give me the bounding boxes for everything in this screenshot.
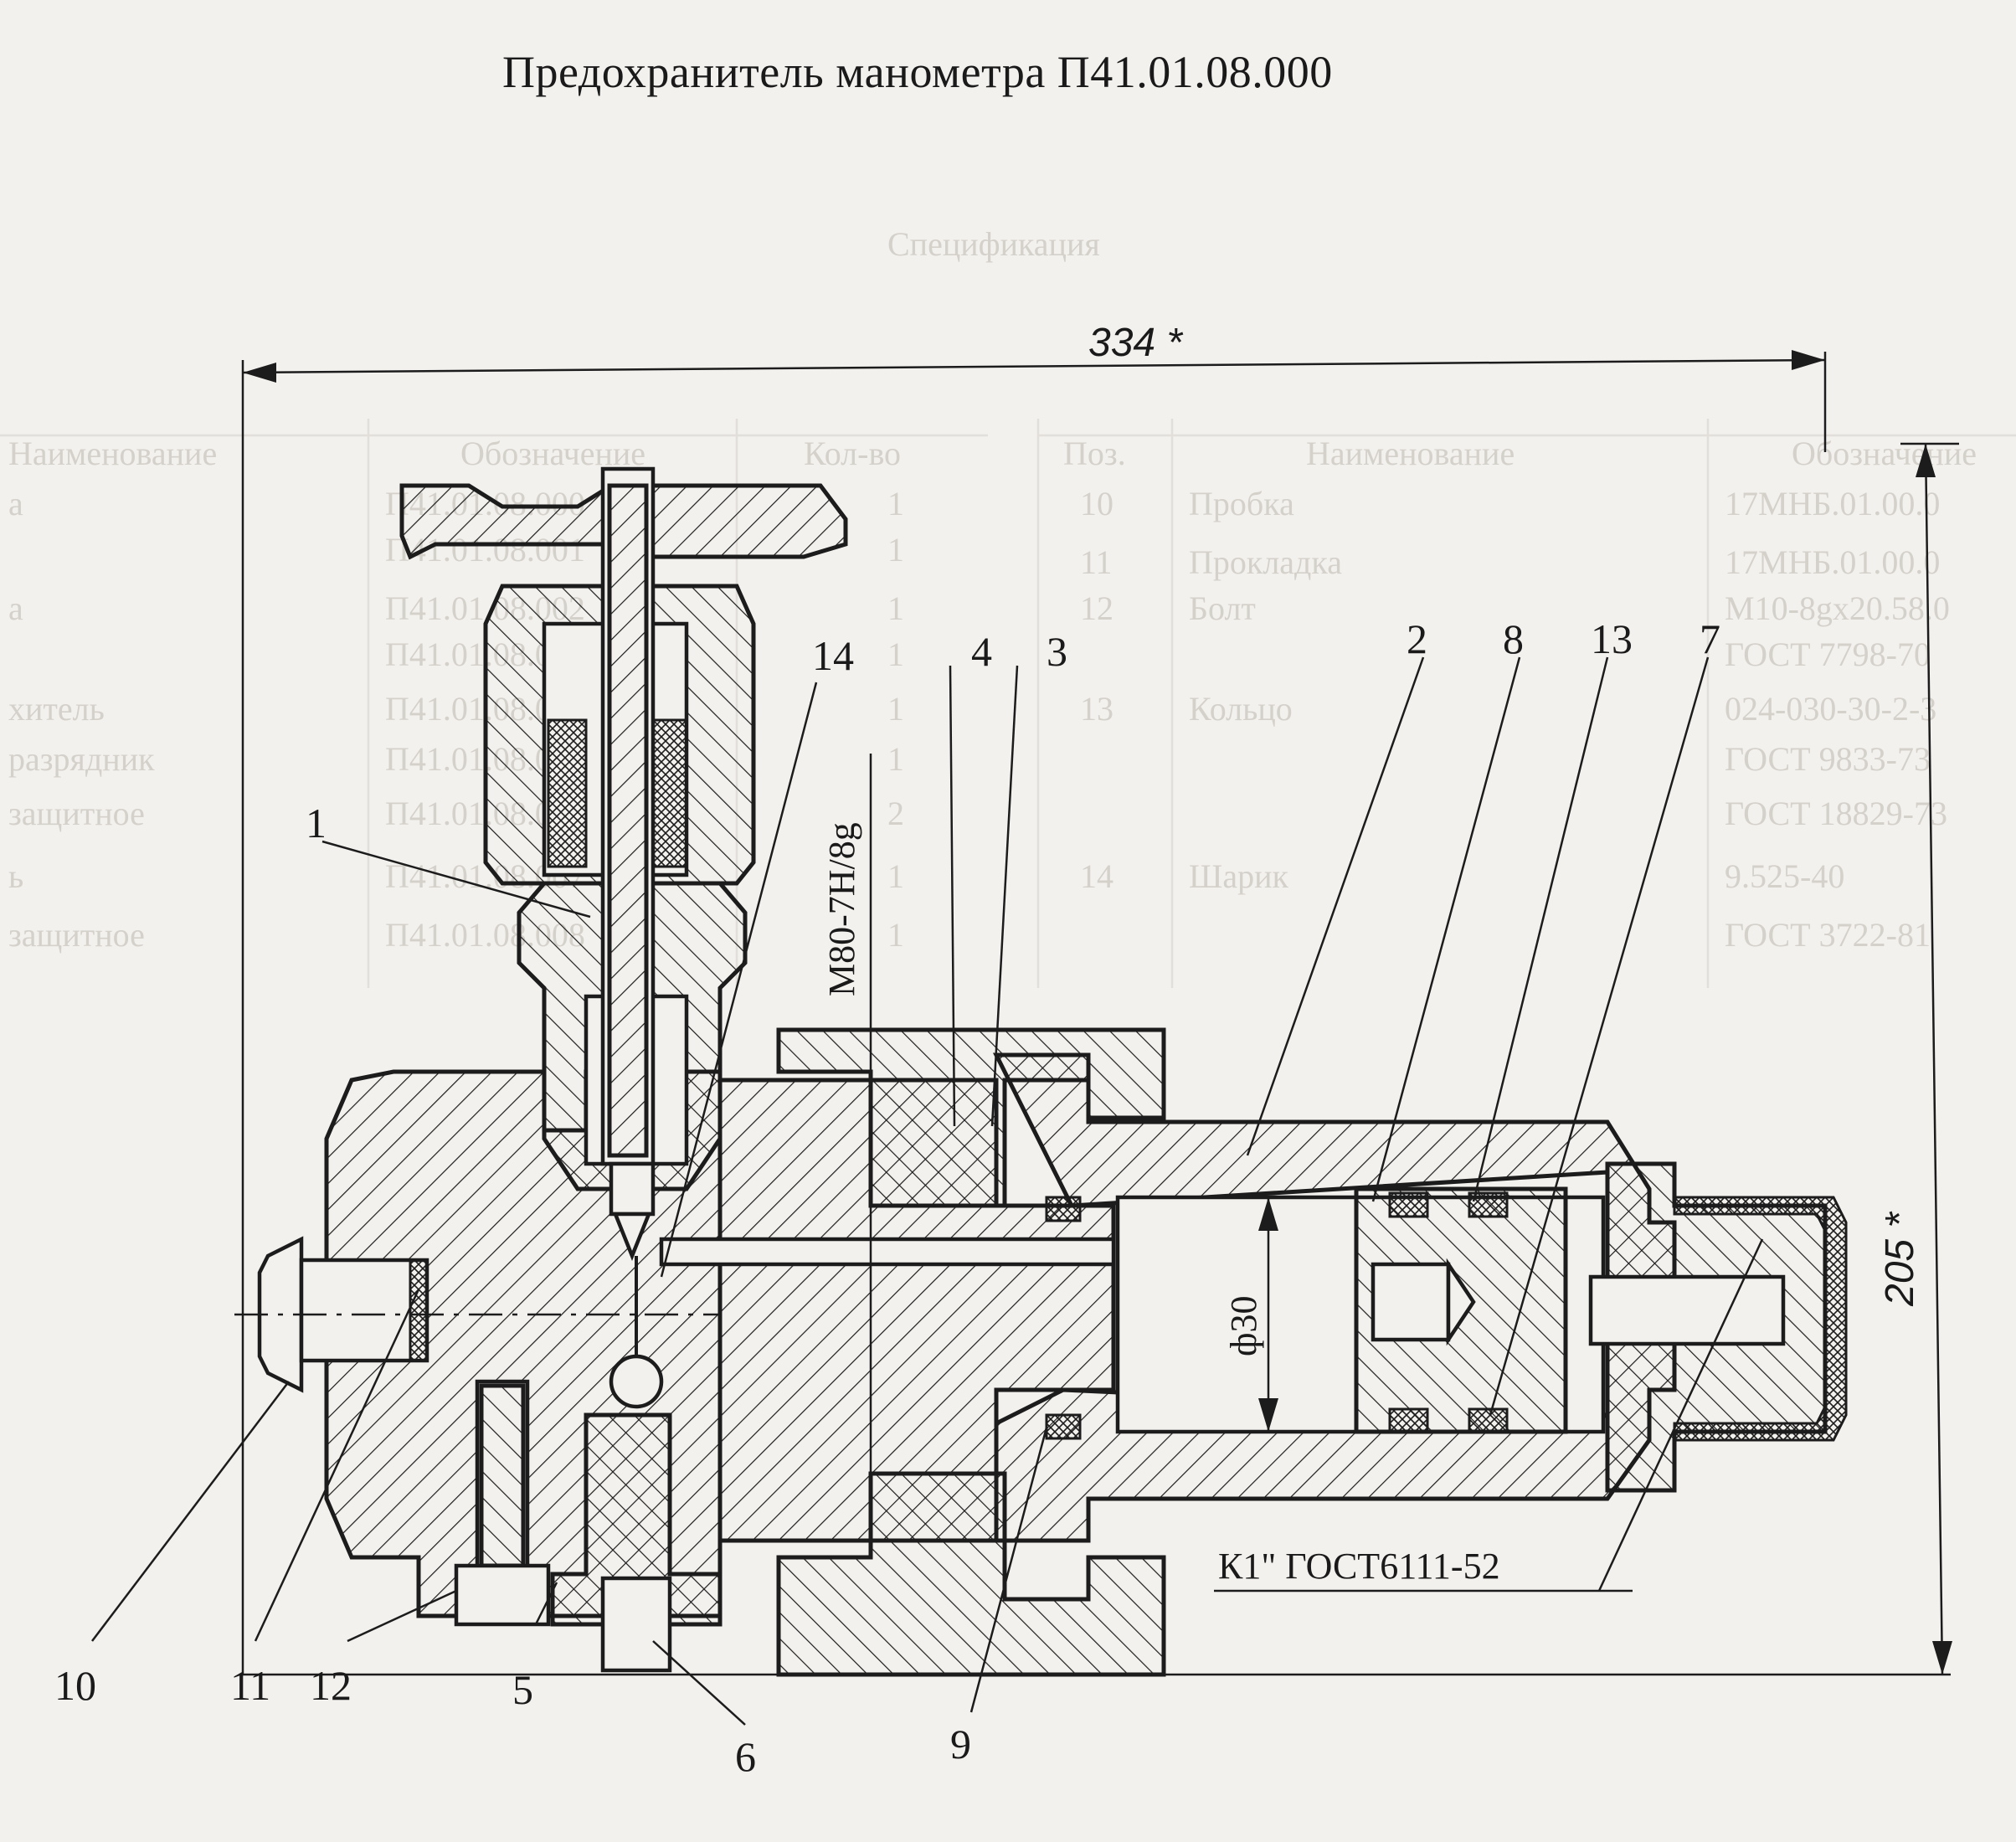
svg-text:Наименование: Наименование: [8, 435, 217, 472]
callout-9: 9: [950, 1721, 971, 1767]
callout-8: 8: [1503, 615, 1524, 662]
leader-lines: [91, 656, 1764, 1726]
svg-text:М10-8gx20.58.0: М10-8gx20.58.0: [1725, 589, 1950, 627]
svg-text:ГОСТ 3722-81: ГОСТ 3722-81: [1725, 916, 1931, 954]
bore-dimension-text: ф30: [1223, 1295, 1264, 1356]
o-ring-9-bottom: [1045, 1413, 1082, 1440]
callout-1: 1: [306, 800, 327, 846]
svg-text:1: 1: [887, 690, 904, 728]
svg-text:2: 2: [887, 795, 904, 832]
background-spec-table: Спецификация Наименование Обозначение Ко…: [0, 225, 2016, 988]
svg-text:а: а: [8, 589, 23, 627]
svg-text:ГОСТ 9833-73: ГОСТ 9833-73: [1725, 740, 1931, 778]
ghost-spec-heading: Спецификация: [887, 225, 1100, 263]
width-dimension-text: 334 *: [1088, 321, 1183, 365]
svg-text:11: 11: [1080, 543, 1113, 581]
spindle-tip: [609, 1161, 656, 1217]
svg-text:а: а: [8, 485, 23, 522]
callout-5: 5: [512, 1666, 533, 1713]
callout-2: 2: [1407, 615, 1427, 662]
callout-labels: 1 2 3 4 5 6 7 8 9 10 11 12 13 14: [54, 615, 1720, 1780]
svg-text:14: 14: [1080, 857, 1113, 895]
svg-text:Кольцо: Кольцо: [1189, 690, 1293, 728]
manometer-protector-assembly: ф30 М80-7Н/8g К1" ГОСТ6111-52: [234, 466, 1848, 1677]
svg-text:024-030-30-2-3: 024-030-30-2-3: [1725, 690, 1936, 728]
callout-6: 6: [735, 1733, 756, 1780]
svg-text:13: 13: [1080, 690, 1113, 728]
svg-text:разрядник: разрядник: [8, 740, 155, 778]
drawing-title: Предохранитель манометра П41.01.08.000: [502, 47, 1333, 97]
body-spigot-part: [717, 1078, 1116, 1543]
flow-channel: [659, 1237, 1116, 1267]
o-ring-13-bottom-left: [1388, 1407, 1429, 1434]
packing-right: [647, 718, 688, 868]
ball-14-part: [609, 1354, 664, 1409]
svg-text:Поз.: Поз.: [1063, 435, 1126, 472]
svg-text:Обозначение: Обозначение: [460, 435, 645, 472]
svg-text:Обозначение: Обозначение: [1792, 435, 1977, 472]
svg-text:9.525-40: 9.525-40: [1725, 857, 1844, 895]
svg-text:1: 1: [887, 635, 904, 673]
svg-text:защитное: защитное: [8, 795, 145, 832]
o-ring-13-top-left: [1388, 1191, 1429, 1218]
dimension-frame: 334 * 205 *: [241, 321, 1959, 1676]
bolt-12-head: [454, 1563, 551, 1627]
svg-text:1: 1: [887, 531, 904, 569]
needle-point: [612, 1212, 652, 1262]
svg-text:1: 1: [887, 916, 904, 954]
svg-text:Прокладка: Прокладка: [1189, 543, 1342, 581]
callout-4: 4: [971, 628, 992, 675]
svg-text:Наименование: Наименование: [1306, 435, 1515, 472]
svg-text:ГОСТ 18829-73: ГОСТ 18829-73: [1725, 795, 1947, 832]
svg-text:1: 1: [887, 589, 904, 627]
callout-13: 13: [1591, 615, 1633, 662]
height-dimension-text: 205 *: [1878, 1212, 1922, 1307]
discharge-nozzle: [600, 1576, 672, 1673]
svg-text:1: 1: [887, 485, 904, 522]
packing-left: [547, 718, 588, 868]
o-ring-13-bottom-right: [1468, 1407, 1509, 1434]
discharge-plug-part: [550, 1412, 723, 1627]
svg-text:1: 1: [887, 740, 904, 778]
gasket-11: [409, 1258, 429, 1362]
svg-text:защитное: защитное: [8, 916, 145, 954]
svg-text:Шарик: Шарик: [1189, 857, 1289, 895]
callout-3: 3: [1047, 628, 1067, 675]
connection-thread-label: К1" ГОСТ6111-52: [1218, 1546, 1500, 1587]
svg-text:ГОСТ 7798-70: ГОСТ 7798-70: [1725, 635, 1931, 673]
svg-text:Кол-во: Кол-во: [804, 435, 901, 472]
svg-text:12: 12: [1080, 589, 1113, 627]
callout-11: 11: [230, 1662, 270, 1709]
callout-10: 10: [54, 1662, 96, 1709]
svg-text:17МНБ.01.00.0: 17МНБ.01.00.0: [1725, 543, 1940, 581]
callout-14: 14: [812, 632, 854, 679]
callout-7: 7: [1700, 615, 1720, 662]
width-dimension-line: [242, 358, 1826, 374]
svg-text:Болт: Болт: [1189, 589, 1256, 627]
plug-10-body: [299, 1258, 429, 1363]
height-dimension-line: [1924, 443, 1944, 1675]
svg-text:хитель: хитель: [8, 690, 105, 728]
o-ring-9-top: [1045, 1196, 1082, 1222]
svg-text:1: 1: [887, 857, 904, 895]
svg-text:17МНБ.01.00.0: 17МНБ.01.00.0: [1725, 485, 1940, 522]
protective-cap-part: [1673, 1196, 1848, 1442]
callout-12: 12: [310, 1662, 352, 1709]
svg-text:10: 10: [1080, 485, 1113, 522]
thread-label: М80-7Н/8g: [821, 822, 862, 996]
svg-text:Пробка: Пробка: [1189, 485, 1294, 522]
svg-text:ь: ь: [8, 857, 23, 895]
